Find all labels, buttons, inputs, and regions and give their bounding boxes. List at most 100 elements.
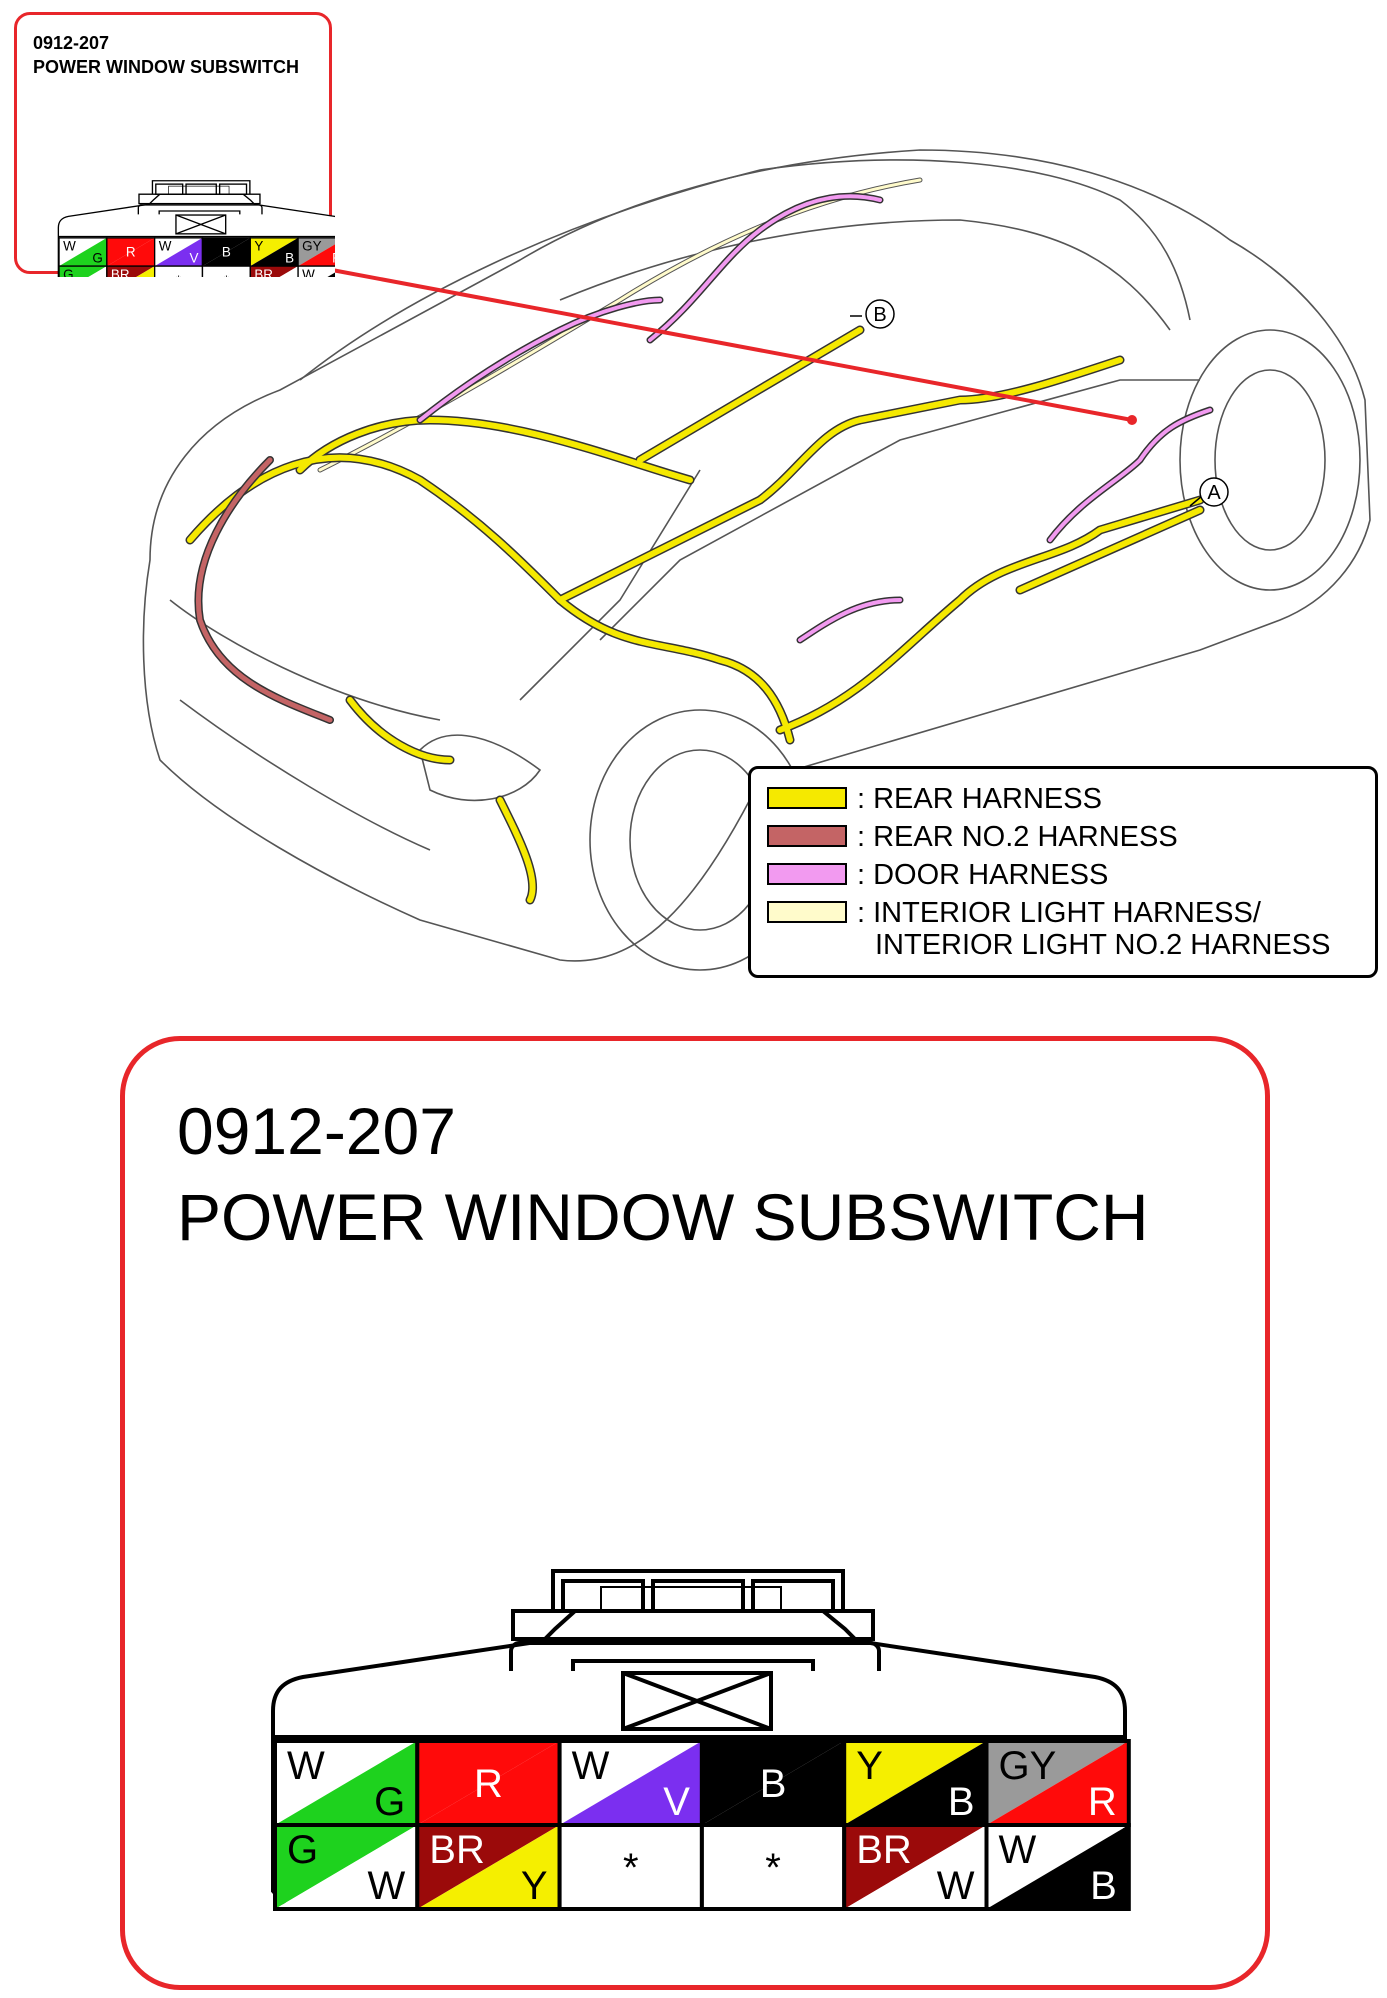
pin-color-lower: [986, 1741, 1129, 1825]
rear-no2-harness: [196, 457, 333, 723]
pin-label-bottom: B: [948, 1780, 975, 1824]
pin-color-lower: [417, 1825, 560, 1909]
pin-color-lower: [417, 1741, 560, 1825]
legend-item-rear-no2-harness: : REAR NO.2 HARNESS: [767, 821, 1178, 855]
pin-color-lower: [154, 237, 203, 267]
pin-label: *: [623, 1846, 639, 1890]
pin-color-upper: [417, 1741, 560, 1825]
legend-item-rear-harness: : REAR HARNESS: [767, 783, 1102, 817]
pin-label-top: BR: [429, 1828, 485, 1872]
legend-swatch: [767, 901, 847, 923]
pin-label-bottom: B: [1090, 1864, 1117, 1908]
pin-cell: *: [201, 265, 251, 277]
legend-label-line2: INTERIOR LIGHT NO.2 HARNESS: [875, 929, 1331, 961]
pin-cell: *: [699, 1823, 847, 1911]
callout-connector-name: POWER WINDOW SUBSWITCH: [33, 57, 299, 77]
pin-color-upper: [250, 237, 299, 267]
pin-color-lower: [701, 1825, 845, 1909]
pin-color-lower: [986, 1825, 1129, 1909]
callout-connector-code: 0912-207: [33, 33, 110, 53]
pin-label-top: BR: [856, 1828, 912, 1872]
pin-cell: YB: [842, 1739, 989, 1827]
pin-label-top: W: [287, 1744, 325, 1788]
pin-color-lower: [844, 1825, 987, 1909]
pin-label: *: [176, 273, 182, 277]
pin-label-top: Y: [254, 239, 263, 254]
svg-text:A: A: [1207, 482, 1221, 504]
pin-label-bottom: W: [368, 1864, 406, 1908]
pin-cell: B: [699, 1739, 847, 1827]
legend-swatch: [767, 787, 847, 809]
pin-label-top: W: [999, 1828, 1037, 1872]
pin-cell: GY R: [297, 237, 335, 267]
pin-label-bottom: V: [663, 1780, 690, 1824]
pin-label-top: W: [302, 267, 315, 277]
pin-color-lower: [844, 1741, 987, 1825]
pin-color-upper: [701, 1741, 845, 1825]
pin-color-lower: [275, 1825, 418, 1909]
pin-cell: WG: [273, 1739, 420, 1827]
legend-item-door-harness: : DOOR HARNESS: [767, 859, 1108, 893]
connector-name: POWER WINDOW SUBSWITCH: [177, 1180, 1149, 1254]
pin-label-top: BR: [254, 267, 273, 277]
pin-color-upper: [59, 237, 107, 267]
pin-label-top: W: [159, 239, 172, 254]
rear-harness: [187, 327, 1203, 903]
pin-cell: WG: [58, 237, 108, 267]
pin-color-upper: [154, 266, 203, 277]
pin-cell: BRW: [249, 265, 299, 277]
pin-color-lower: [250, 237, 299, 267]
pin-cell: R: [415, 1739, 562, 1827]
pin-color-upper: [250, 266, 299, 277]
pin-color-lower: [298, 244, 335, 267]
pin-color-upper: [417, 1825, 560, 1909]
car-wiring-illustration: B A: [142, 149, 1371, 971]
pin-cell: BRY: [415, 1823, 562, 1911]
pin-cell: B: [201, 237, 251, 267]
pin-label: *: [765, 1846, 781, 1890]
pin-cell: WV: [153, 237, 204, 267]
pin-label: B: [760, 1762, 787, 1806]
pin-cell: *: [153, 265, 204, 277]
pin-color-upper: [844, 1741, 987, 1825]
pin-color-upper: [298, 266, 335, 277]
pin-label: R: [474, 1762, 503, 1806]
svg-text:B: B: [873, 304, 886, 326]
harness-legend: : REAR HARNESS : REAR NO.2 HARNESS : DOO…: [748, 766, 1378, 978]
pin-label-bottom: R: [332, 251, 335, 266]
pin-label-top: GY: [999, 1744, 1057, 1788]
pin-label-top: W: [63, 239, 76, 254]
pin-cell: WV: [557, 1739, 704, 1827]
pin-color-upper: [986, 1741, 1129, 1825]
pin-color-upper: [202, 237, 251, 267]
pin-label-bottom: R: [1088, 1780, 1117, 1824]
pin-color-lower: [559, 1741, 702, 1825]
callout-leader-line: [331, 268, 1133, 422]
pin-label-top: W: [572, 1744, 610, 1788]
pin-color-lower: [701, 1741, 845, 1825]
pin-color-upper: [844, 1825, 987, 1909]
pin-color-upper: [106, 266, 155, 277]
pin-color-lower: [275, 1741, 418, 1825]
pin-label-top: G: [63, 267, 73, 277]
pin-label-bottom: W: [937, 1864, 975, 1908]
pin-cell: GY R: [984, 1739, 1131, 1827]
pin-label-top: G: [287, 1828, 318, 1872]
pin-label-top: GY: [302, 239, 321, 254]
pin-cell: *: [557, 1823, 704, 1911]
pin-cell: WB: [984, 1823, 1131, 1911]
pin-cell: GW: [273, 1823, 420, 1911]
pin-cell: BR W: [842, 1823, 989, 1911]
pin-cell: WB: [297, 265, 335, 277]
pin-cell: BRY: [106, 265, 156, 277]
pin-color-lower: [559, 1825, 702, 1909]
legend-item-interior-light-harness: : INTERIOR LIGHT HARNESS/ INTERIOR LIGHT…: [767, 897, 1331, 969]
pin-color-lower: [106, 237, 155, 267]
pin-label-top: Y: [856, 1744, 883, 1788]
pin-color-upper: [106, 237, 155, 267]
pin-label-bottom: G: [92, 251, 102, 266]
pin-label-bottom: G: [374, 1780, 405, 1824]
pin-cell: YB: [249, 237, 299, 267]
